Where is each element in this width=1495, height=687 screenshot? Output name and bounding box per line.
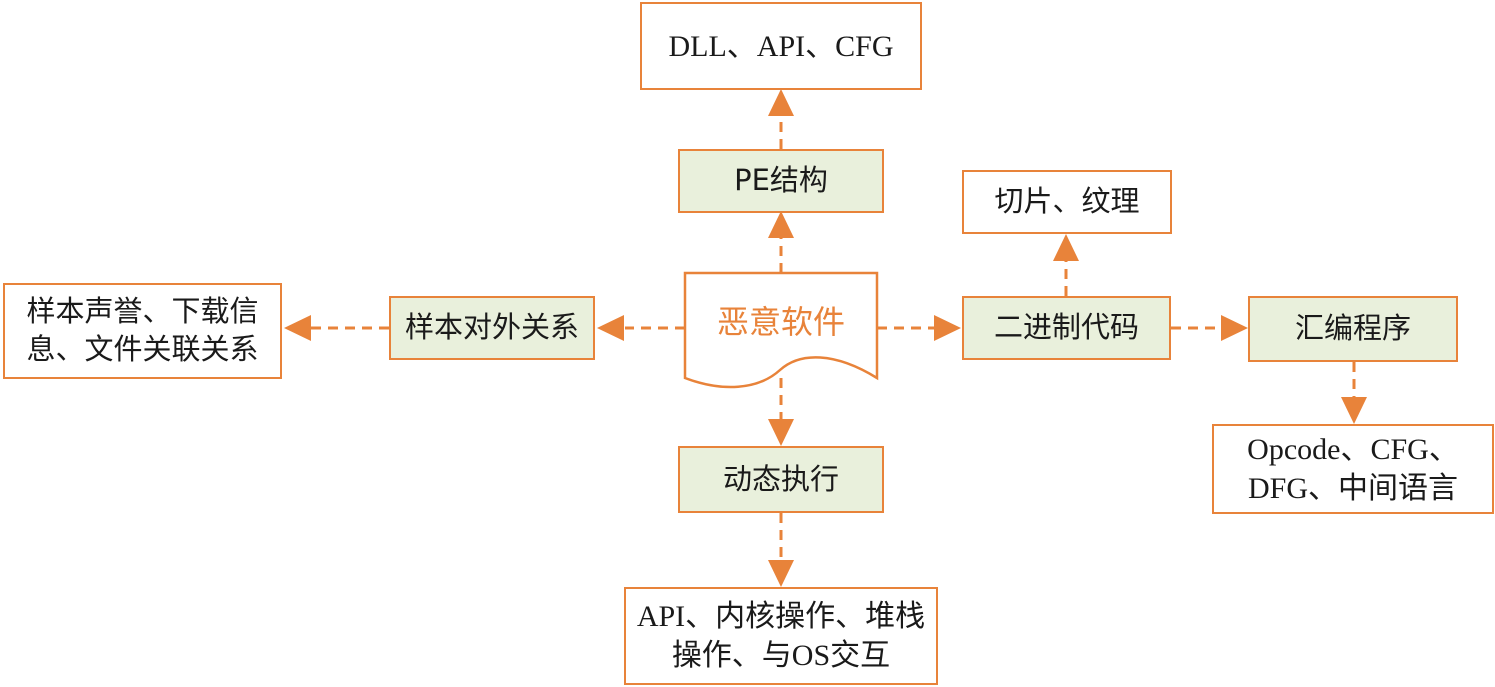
dynamic-text: 动态执行 <box>722 461 839 496</box>
malware-document-shape <box>683 271 879 389</box>
arrowhead-down-dynamic <box>768 419 794 446</box>
dynamic-box: 动态执行 <box>678 446 884 513</box>
arrowhead-up-binary-output <box>1053 234 1079 261</box>
assembly-box: 汇编程序 <box>1248 296 1458 362</box>
binary-code-text: 二进制代码 <box>993 310 1139 345</box>
assembly-output-text: Opcode、CFG、 DFG、中间语言 <box>1247 433 1459 505</box>
dynamic-output-box: API、内核操作、堆栈 操作、与OS交互 <box>624 587 938 685</box>
relations-output-text: 样本声誉、下载信 息、文件关联关系 <box>26 294 259 366</box>
arrowhead-up-pe-output <box>768 89 794 116</box>
relations-box: 样本对外关系 <box>389 296 595 360</box>
pe-output-box: DLL、API、CFG <box>640 2 922 90</box>
relations-output-box: 样本声誉、下载信 息、文件关联关系 <box>3 283 282 379</box>
assembly-output-box: Opcode、CFG、 DFG、中间语言 <box>1212 424 1494 514</box>
binary-output-text: 切片、纹理 <box>994 184 1140 219</box>
arrowhead-up-pe <box>768 211 794 238</box>
arrowhead-down-assembly-output <box>1341 397 1367 424</box>
pe-structure-text: PE结构 <box>734 163 828 198</box>
binary-output-box: 切片、纹理 <box>962 170 1172 234</box>
pe-output-text: DLL、API、CFG <box>668 29 894 63</box>
assembly-text: 汇编程序 <box>1294 311 1411 346</box>
malware-label: 恶意软件 <box>716 303 845 341</box>
relations-text: 样本对外关系 <box>404 310 579 345</box>
binary-code-box: 二进制代码 <box>962 296 1171 360</box>
arrowhead-down-dynamic-output <box>768 560 794 587</box>
dynamic-output-text: API、内核操作、堆栈 操作、与OS交互 <box>636 600 926 672</box>
arrowhead-left-relations <box>597 315 624 341</box>
arrowhead-right-binary <box>934 315 961 341</box>
pe-structure-box: PE结构 <box>678 149 884 213</box>
arrowhead-left-relations-output <box>284 315 311 341</box>
arrowhead-right-assembly <box>1221 315 1248 341</box>
